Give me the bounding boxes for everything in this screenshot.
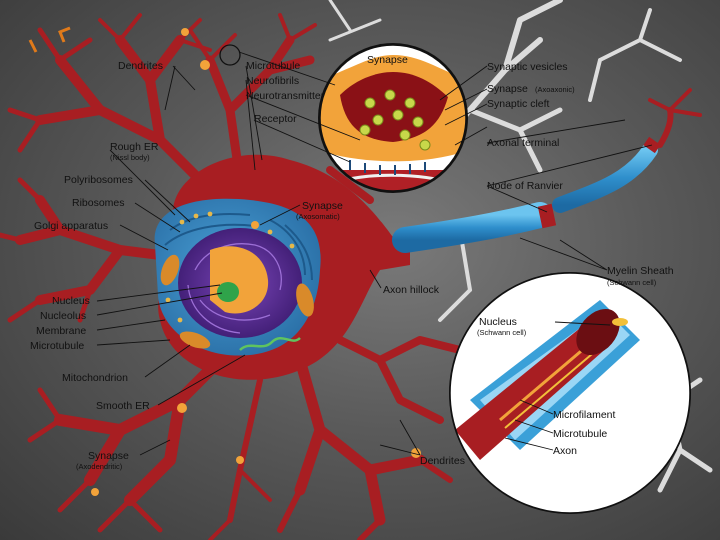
- label-synapse-axodendritic-sub: (Axodendritic): [76, 462, 123, 471]
- synapse-inset: [318, 43, 468, 193]
- synapse-bulbs: [91, 28, 421, 496]
- label-synapse-axoaxonic: Synapse: [487, 83, 528, 95]
- label-microtubule-top: Microtubule: [246, 60, 300, 72]
- label-golgi: Golgi apparatus: [34, 220, 108, 232]
- corner-mark-icon: [28, 39, 38, 53]
- corner-bracket-icon: [58, 26, 71, 43]
- label-nucleus-schwann: Nucleus: [479, 316, 517, 328]
- label-membrane: Membrane: [36, 325, 86, 337]
- smooth-er: [239, 336, 301, 351]
- label-neurotransmitter: Neurotransmitter: [246, 90, 325, 102]
- leader-lines: [96, 65, 653, 456]
- myelin-inset: [449, 272, 691, 514]
- label-microtubule-inset: Microtubule: [553, 428, 607, 440]
- zoom-leader: [238, 51, 336, 86]
- label-axon-hillock: Axon hillock: [383, 284, 440, 296]
- label-myelin-sheath-sub: (Schwann cell): [607, 278, 657, 287]
- label-neurofibrils: Neurofibrils: [246, 75, 299, 87]
- label-axonal-terminal: Axonal terminal: [487, 137, 559, 149]
- label-synapse-inset: Synapse: [367, 54, 408, 66]
- receptors: [349, 160, 426, 175]
- label-rough-er-sub: (Nissl body): [110, 153, 150, 162]
- mitochondria: [160, 254, 314, 349]
- synaptic-vesicles: [359, 89, 431, 151]
- label-polyribosomes: Polyribosomes: [64, 174, 133, 186]
- label-synapse-axosomatic: Synapse: [302, 200, 343, 212]
- label-synaptic-cleft: Synaptic cleft: [487, 98, 550, 110]
- label-dendrites-top: Dendrites: [118, 60, 163, 72]
- label-mitochondrion: Mitochondrion: [62, 372, 128, 384]
- label-microtubule-left: Microtubule: [30, 340, 84, 352]
- axonal-terminal: [648, 88, 702, 117]
- label-nucleus-schwann-sub: (Schwann cell): [477, 328, 527, 337]
- label-ribosomes: Ribosomes: [72, 197, 125, 209]
- label-nucleolus: Nucleolus: [40, 310, 86, 322]
- label-rough-er: Rough ER: [110, 141, 159, 153]
- labels: Dendrites Microtubule Neurofibrils Neuro…: [30, 54, 674, 471]
- label-smooth-er: Smooth ER: [96, 400, 150, 412]
- label-nucleus: Nucleus: [52, 295, 90, 307]
- label-microfilament: Microfilament: [553, 409, 616, 421]
- nucleolus: [217, 282, 239, 302]
- chromatin: [187, 243, 282, 334]
- zoom-circle: [219, 44, 241, 66]
- label-synapse-axodendritic: Synapse: [88, 450, 129, 462]
- label-synapse-axosomatic-sub: (Axosomatic): [296, 212, 340, 221]
- myelinated-axon: [392, 107, 674, 253]
- label-dendrites-bottom: Dendrites: [420, 455, 465, 467]
- label-node-of-ranvier: Node of Ranvier: [487, 180, 563, 192]
- label-synaptic-vesicles: Synaptic vesicles: [487, 61, 568, 73]
- label-myelin-sheath: Myelin Sheath: [607, 265, 674, 277]
- rough-er: [164, 212, 313, 281]
- label-synapse-axoaxonic-sub: (Axoaxonic): [535, 85, 575, 94]
- label-receptor: Receptor: [254, 113, 297, 125]
- label-axon: Axon: [553, 445, 577, 457]
